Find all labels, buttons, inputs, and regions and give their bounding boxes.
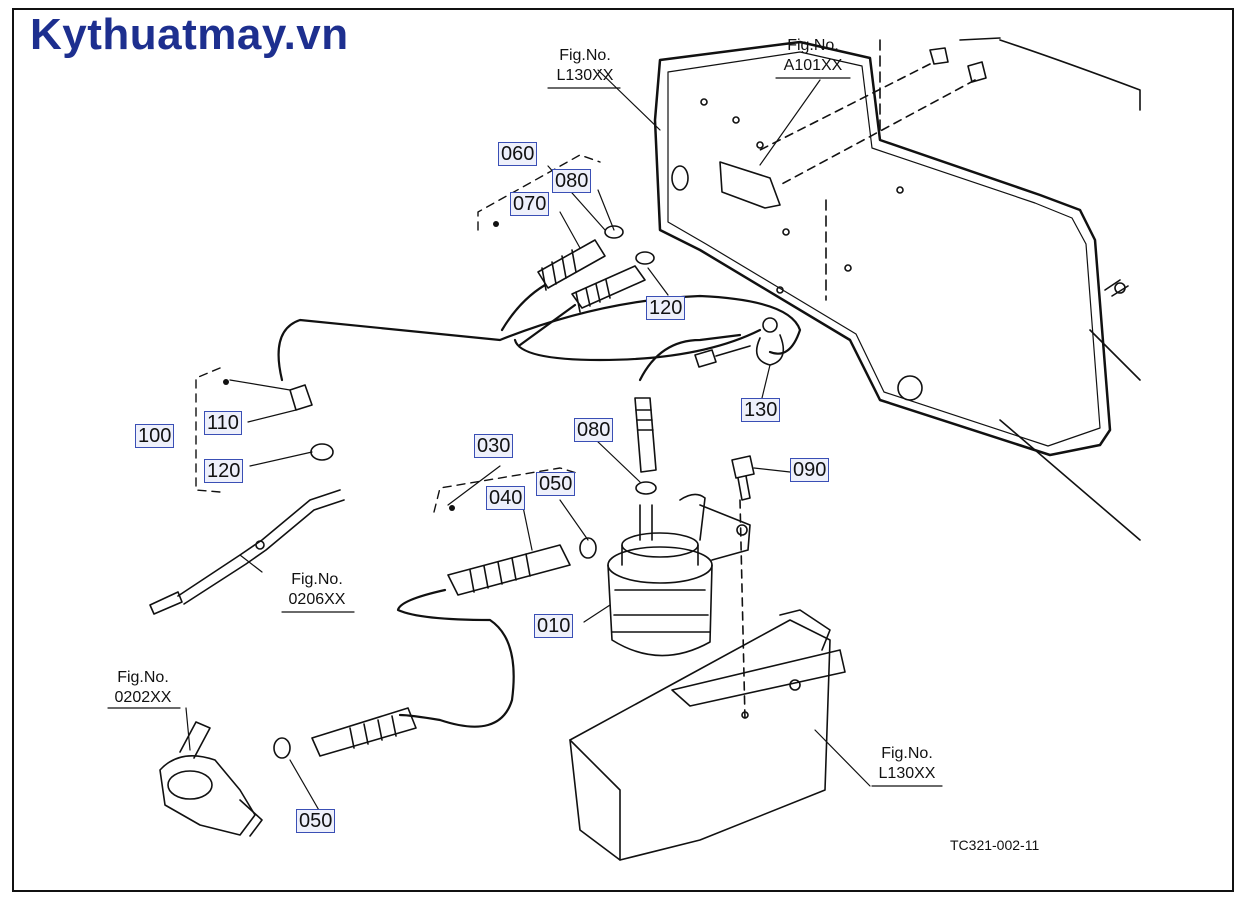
watermark-logo: Kythuatmay.vn bbox=[30, 10, 349, 59]
part-label-040[interactable]: 040 bbox=[486, 486, 526, 510]
panel-plate bbox=[653, 37, 1141, 541]
fig-ref-0206xx[interactable]: Fig.No. 0206XX bbox=[280, 570, 354, 610]
fig-ref-number: L130XX bbox=[878, 765, 936, 782]
hose-middle bbox=[311, 544, 571, 757]
part-label-110[interactable]: 110 bbox=[204, 411, 242, 435]
part-label-130[interactable]: 130 bbox=[741, 398, 781, 422]
fig-ref-number: 0202XX bbox=[114, 689, 172, 706]
fig-ref-title: Fig.No. bbox=[787, 37, 839, 54]
part-label-100[interactable]: 100 bbox=[135, 424, 175, 448]
group-brackets bbox=[195, 154, 601, 513]
part-label-080-mid[interactable]: 080 bbox=[574, 418, 614, 442]
fig-ref-l130xx-top[interactable]: Fig.No. L130XX bbox=[548, 46, 622, 86]
fig-ref-title: Fig.No. bbox=[881, 745, 933, 762]
fig-ref-title: Fig.No. bbox=[559, 47, 611, 64]
linkage-rod bbox=[149, 384, 345, 615]
part-label-120-top[interactable]: 120 bbox=[646, 296, 686, 320]
part-label-050-bottom[interactable]: 050 bbox=[296, 809, 336, 833]
hose-sleeves bbox=[537, 239, 646, 313]
diagram-frame bbox=[12, 8, 1234, 892]
part-label-070[interactable]: 070 bbox=[510, 192, 550, 216]
part-label-050-mid[interactable]: 050 bbox=[536, 472, 576, 496]
fuel-filter-drawing bbox=[607, 493, 751, 657]
fig-ref-title: Fig.No. bbox=[117, 669, 169, 686]
fuel-hoses bbox=[277, 283, 802, 728]
hose-clip bbox=[694, 317, 785, 368]
fig-ref-number: A101XX bbox=[783, 57, 843, 74]
fig-ref-0202xx[interactable]: Fig.No. 0202XX bbox=[106, 668, 180, 708]
part-label-080-top[interactable]: 080 bbox=[552, 169, 592, 193]
part-label-010[interactable]: 010 bbox=[534, 614, 574, 638]
part-label-030[interactable]: 030 bbox=[474, 434, 514, 458]
part-label-120-left[interactable]: 120 bbox=[204, 459, 244, 483]
fig-ref-a101xx[interactable]: Fig.No. A101XX bbox=[776, 36, 850, 76]
group-bracket-dots bbox=[223, 221, 499, 511]
drawing-code: TC321-002-11 bbox=[950, 837, 1040, 853]
hose-vertical bbox=[634, 397, 657, 473]
ref-underlines bbox=[107, 77, 943, 787]
fig-ref-number: 0206XX bbox=[288, 591, 346, 608]
part-label-090[interactable]: 090 bbox=[790, 458, 830, 482]
bolt-drawing bbox=[731, 455, 755, 501]
part-label-060[interactable]: 060 bbox=[498, 142, 538, 166]
fig-ref-l130xx-bottom[interactable]: Fig.No. L130XX bbox=[870, 744, 944, 784]
fig-ref-title: Fig.No. bbox=[291, 571, 343, 588]
leader-lines bbox=[185, 69, 871, 813]
mounting-studs bbox=[759, 47, 987, 186]
fuel-pump-drawing bbox=[159, 721, 263, 837]
fuel-tank-drawing bbox=[569, 499, 846, 861]
fig-ref-number: L130XX bbox=[556, 67, 614, 84]
